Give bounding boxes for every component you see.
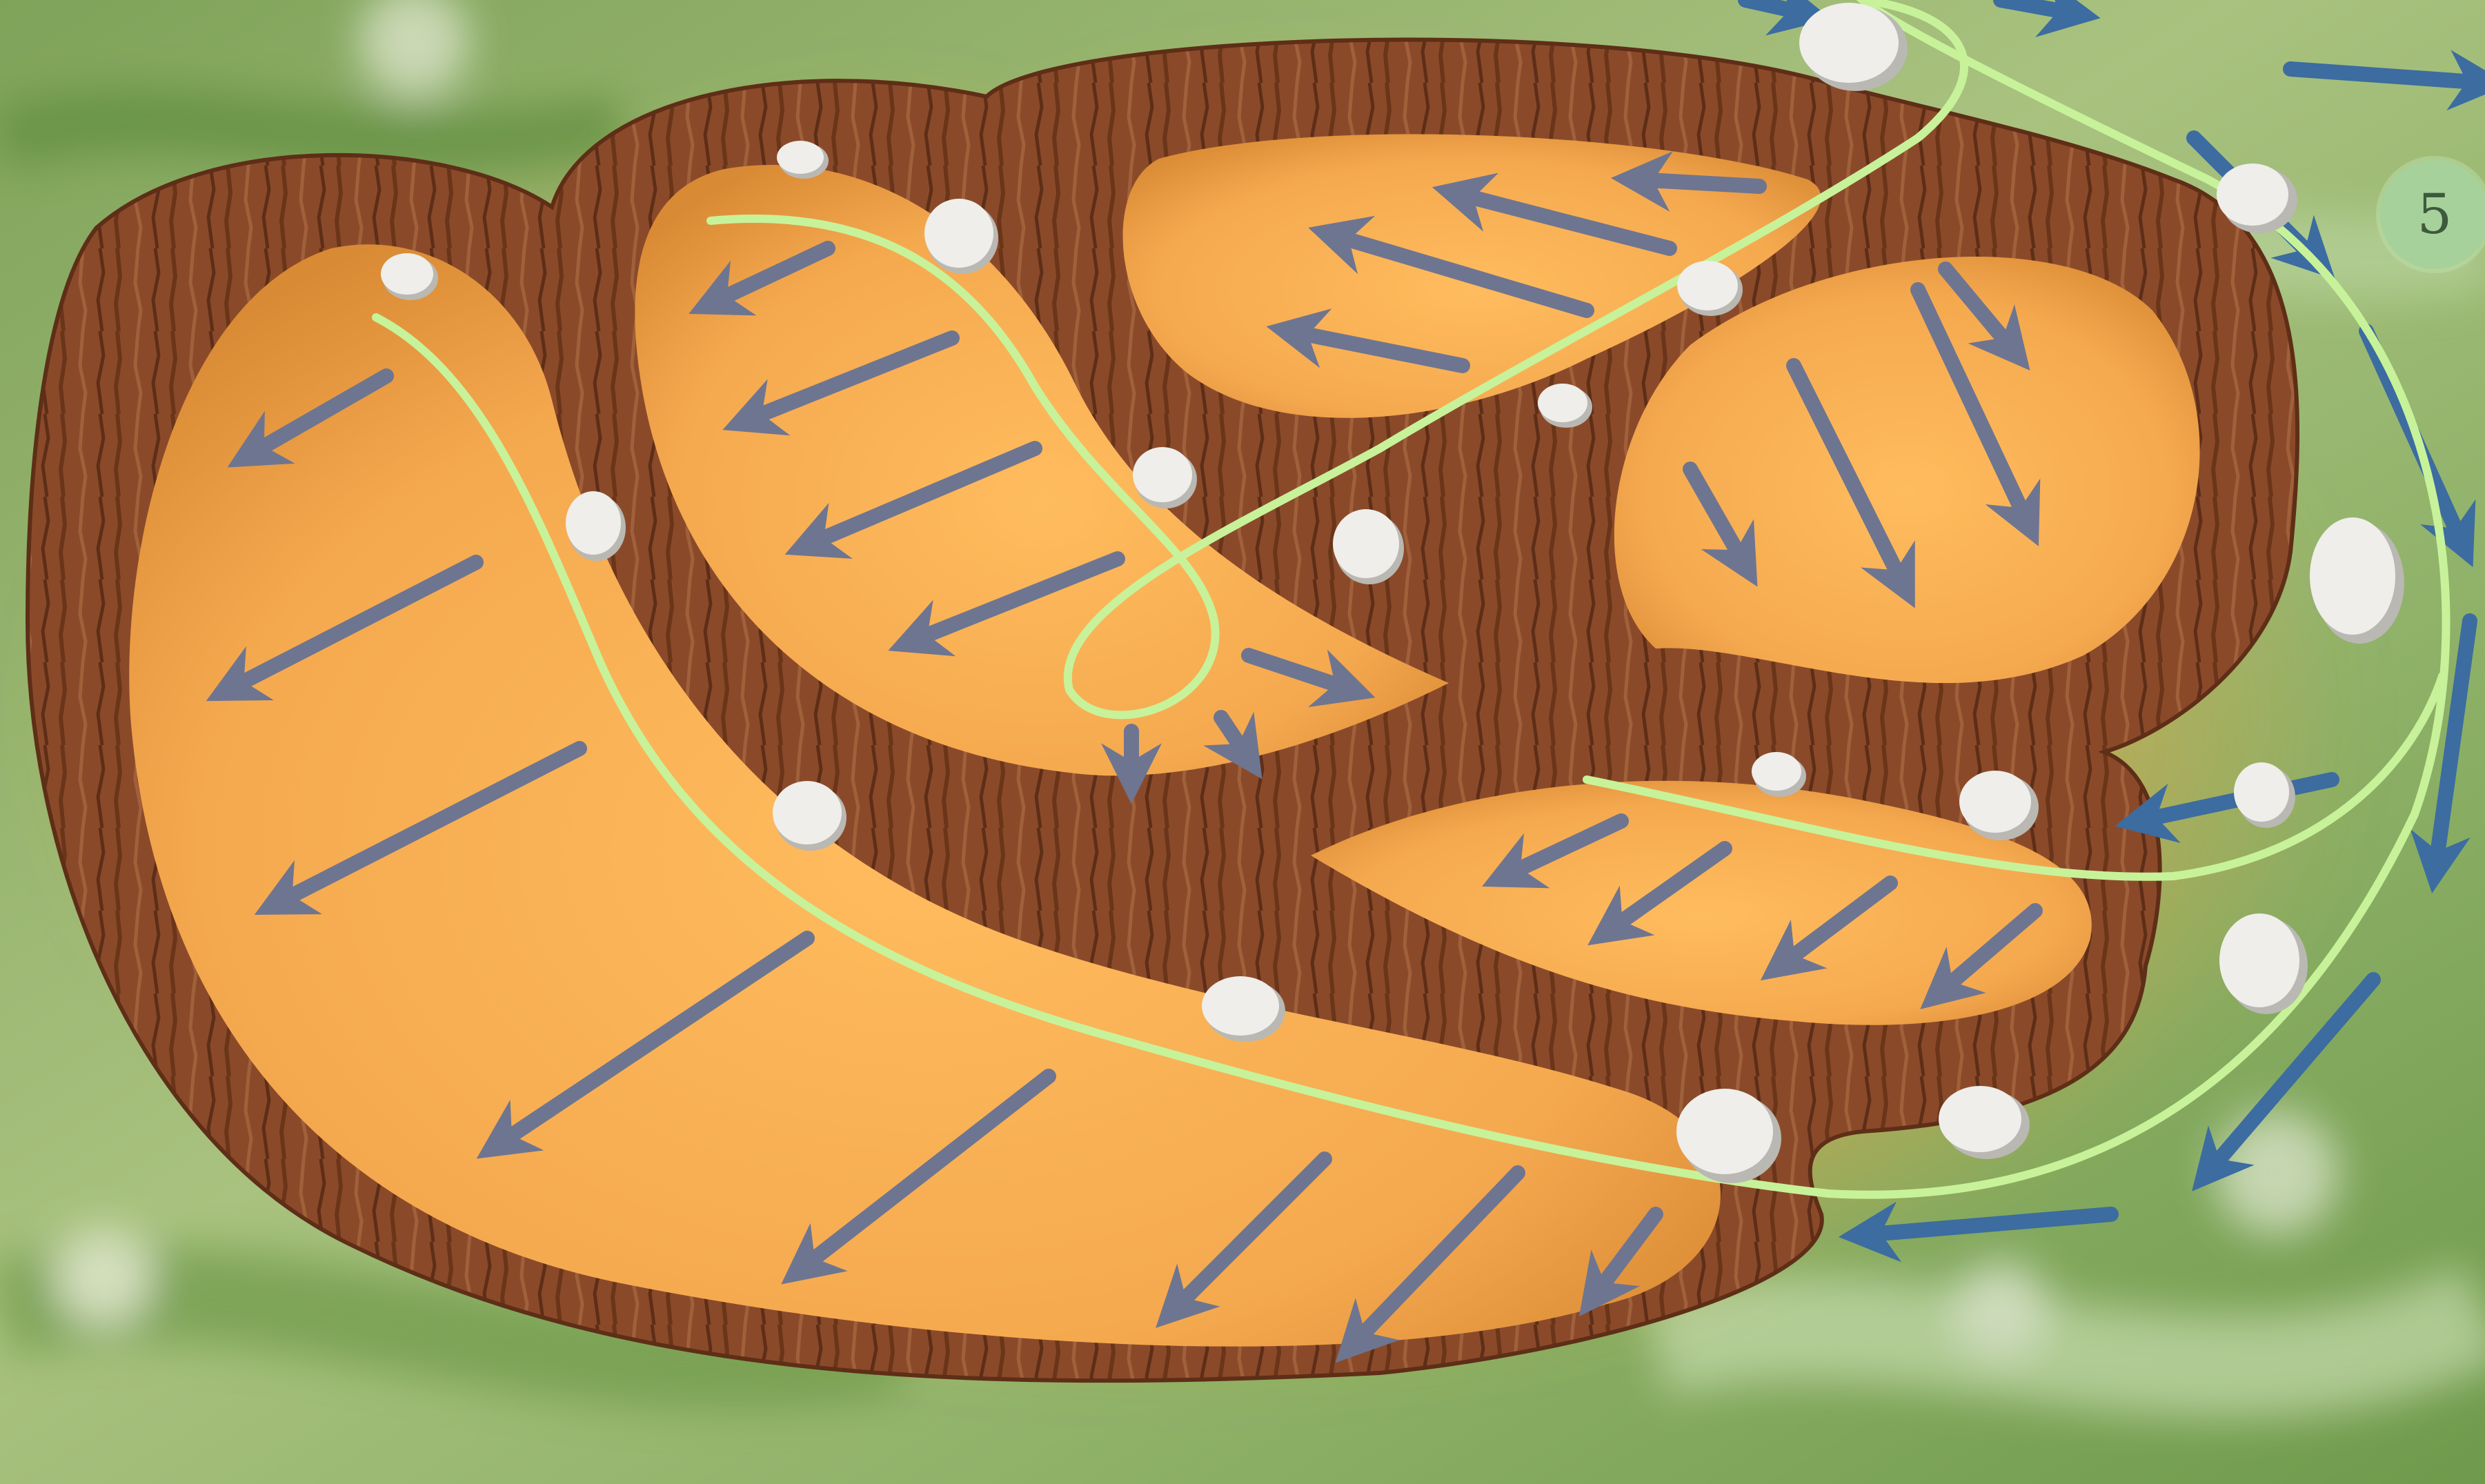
- level-number-badge: 5: [2380, 160, 2485, 269]
